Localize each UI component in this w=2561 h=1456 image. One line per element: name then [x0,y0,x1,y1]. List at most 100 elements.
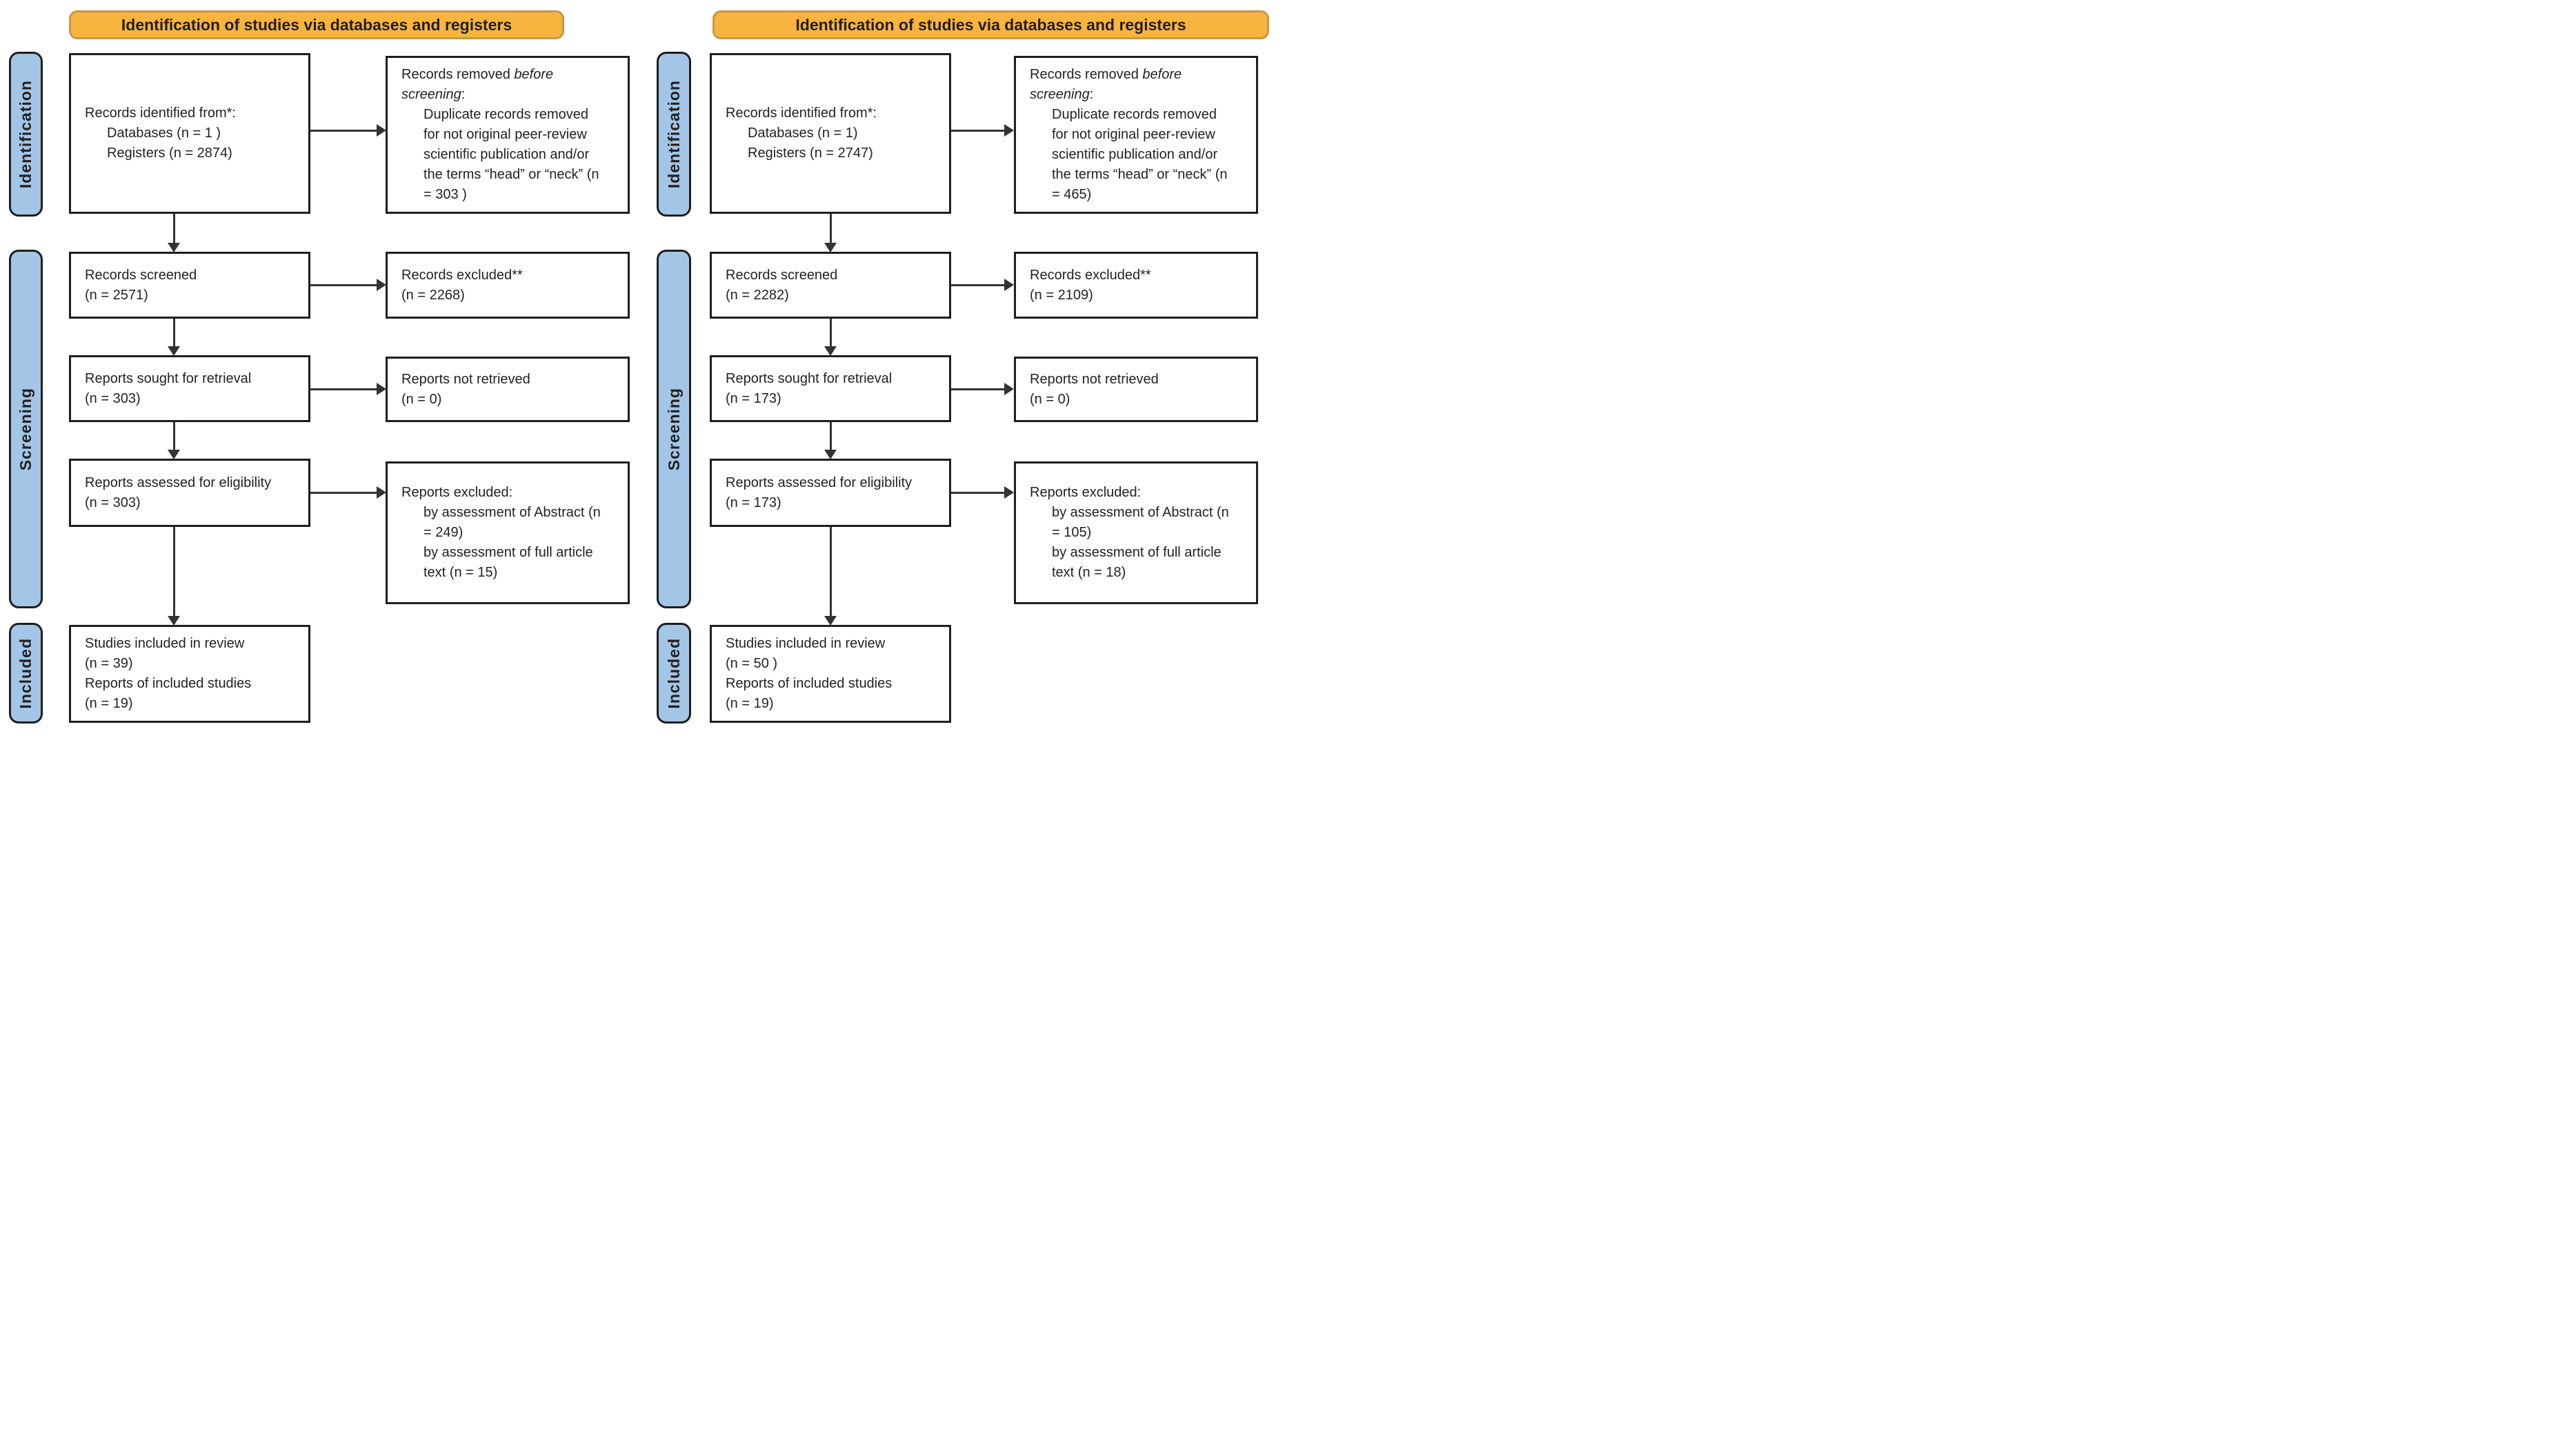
text-segment-italic: before [514,67,554,82]
right-box-records-identified: Records identified from*: Databases (n =… [710,53,951,214]
right-arrow-assessed-to-included [830,527,832,617]
arrowhead-down-icon [168,243,180,252]
arrowhead-right-icon [1004,124,1014,137]
left-box-records-excluded: Records excluded** (n = 2268) [386,252,630,319]
box-line: = 249) [423,525,464,540]
left-stage-screening: Screening [9,250,43,608]
box-line: = 465) [1052,187,1092,202]
right-arrow-sought-to-not-retrieved [951,388,1004,390]
text-segment: Records removed [401,67,515,82]
right-arrow-identified-to-screened [830,214,832,243]
left-box-studies-included: Studies included in review (n = 39) Repo… [69,625,310,723]
right-stage-included: Included [657,623,691,724]
box-line: (n = 0) [1030,391,1070,407]
right-box-reports-assessed: Reports assessed for eligibility (n = 17… [710,459,951,527]
arrowhead-right-icon [1004,486,1014,499]
left-stage-included: Included [9,623,43,724]
box-line: Records screened [85,267,197,283]
text-segment-italic: screening [1030,87,1090,102]
box-line: Reports excluded: [1030,485,1142,500]
box-line: Reports excluded: [401,485,513,500]
right-box-reports-sought: Reports sought for retrieval (n = 173) [710,355,951,422]
arrowhead-down-icon [168,616,180,626]
left-arrow-sought-to-not-retrieved [310,388,377,390]
arrowhead-down-icon [168,450,180,459]
box-line: Records removed before [1030,65,1250,85]
arrowhead-right-icon [377,383,386,395]
box-line: screening: [1030,85,1250,105]
box-line: (n = 19) [726,696,774,711]
box-line: Reports assessed for eligibility [726,475,913,490]
right-stage-included-label: Included [664,637,683,709]
left-stage-screening-label: Screening [17,387,34,471]
box-line: (n = 173) [726,390,781,406]
box-line: (n = 2571) [85,287,148,303]
right-box-records-screened: Records screened (n = 2282) [710,252,951,319]
box-line: (n = 2282) [726,287,789,303]
box-line: scientific publication and/or [423,147,590,162]
box-line: (n = 303) [85,390,141,406]
arrowhead-down-icon [168,346,180,356]
right-stage-screening-label: Screening [664,387,683,471]
box-line: Reports of included studies [85,676,252,691]
arrowhead-down-icon [824,243,837,252]
right-box-records-excluded: Records excluded** (n = 2109) [1014,252,1258,319]
box-line: Records removed before [401,65,622,85]
box-line: the terms “head” or “neck” (n [423,167,599,182]
prisma-flow-diagram: Identification of studies via databases … [0,0,1281,728]
left-stage-included-label: Included [17,637,34,709]
left-box-records-identified: Records identified from*: Databases (n =… [69,53,310,214]
box-line: by assessment of Abstract (n [423,505,601,520]
box-line: text (n = 18) [1052,565,1126,580]
box-line: Registers (n = 2874) [107,146,232,161]
box-line: the terms “head” or “neck” (n [1052,167,1228,182]
arrowhead-right-icon [377,486,386,499]
box-line: for not original peer-review [423,127,587,142]
box-line: (n = 303) [85,495,141,510]
text-segment: : [461,87,466,102]
text-segment-italic: before [1142,67,1182,82]
box-line: (n = 50 ) [726,656,778,671]
left-arrow-sought-to-assessed [173,422,175,450]
left-stage-identification: Identification [9,52,43,217]
box-line: Reports of included studies [726,676,893,691]
box-line: Reports sought for retrieval [726,370,893,386]
box-line: Studies included in review [85,636,245,651]
box-line: = 303 ) [423,187,467,202]
right-arrow-assessed-to-excluded [951,492,1004,494]
arrowhead-right-icon [1004,383,1014,395]
box-line: Reports assessed for eligibility [85,475,272,490]
right-stage-identification: Identification [657,52,691,217]
left-arrow-identified-to-removed [310,130,377,132]
left-arrow-assessed-to-excluded [310,492,377,494]
left-box-records-screened: Records screened (n = 2571) [69,252,310,319]
arrowhead-down-icon [824,450,837,459]
box-line: Duplicate records removed [423,107,588,122]
right-arrow-sought-to-assessed [830,422,832,450]
left-header-title: Identification of studies via databases … [121,15,512,34]
box-line: (n = 39) [85,656,133,671]
right-header-title: Identification of studies via databases … [795,15,1186,34]
box-line: Records screened [726,267,838,283]
left-box-reports-excluded: Reports excluded: by assessment of Abstr… [386,461,630,604]
right-header-banner: Identification of studies via databases … [713,10,1269,39]
left-box-reports-not-retrieved: Reports not retrieved (n = 0) [386,357,630,422]
left-arrow-screened-to-sought [173,319,175,347]
box-line: (n = 2268) [401,287,465,303]
left-box-reports-assessed: Reports assessed for eligibility (n = 30… [69,459,310,527]
box-line: Reports sought for retrieval [85,370,252,386]
box-line: by assessment of Abstract (n [1052,505,1229,520]
box-line: Records identified from*: [726,106,877,121]
box-line: Records excluded** [1030,267,1151,283]
box-line: by assessment of full article [1052,545,1222,560]
right-stage-identification-label: Identification [664,79,683,189]
box-line: Databases (n = 1 ) [107,126,221,141]
right-stage-screening: Screening [657,250,691,608]
left-arrow-screened-to-excluded [310,284,377,286]
box-line: text (n = 15) [423,565,498,580]
right-box-reports-not-retrieved: Reports not retrieved (n = 0) [1014,357,1258,422]
box-line: Databases (n = 1) [748,126,858,141]
left-box-reports-sought: Reports sought for retrieval (n = 303) [69,355,310,422]
right-box-studies-included: Studies included in review (n = 50 ) Rep… [710,625,951,723]
arrowhead-right-icon [1004,279,1014,291]
